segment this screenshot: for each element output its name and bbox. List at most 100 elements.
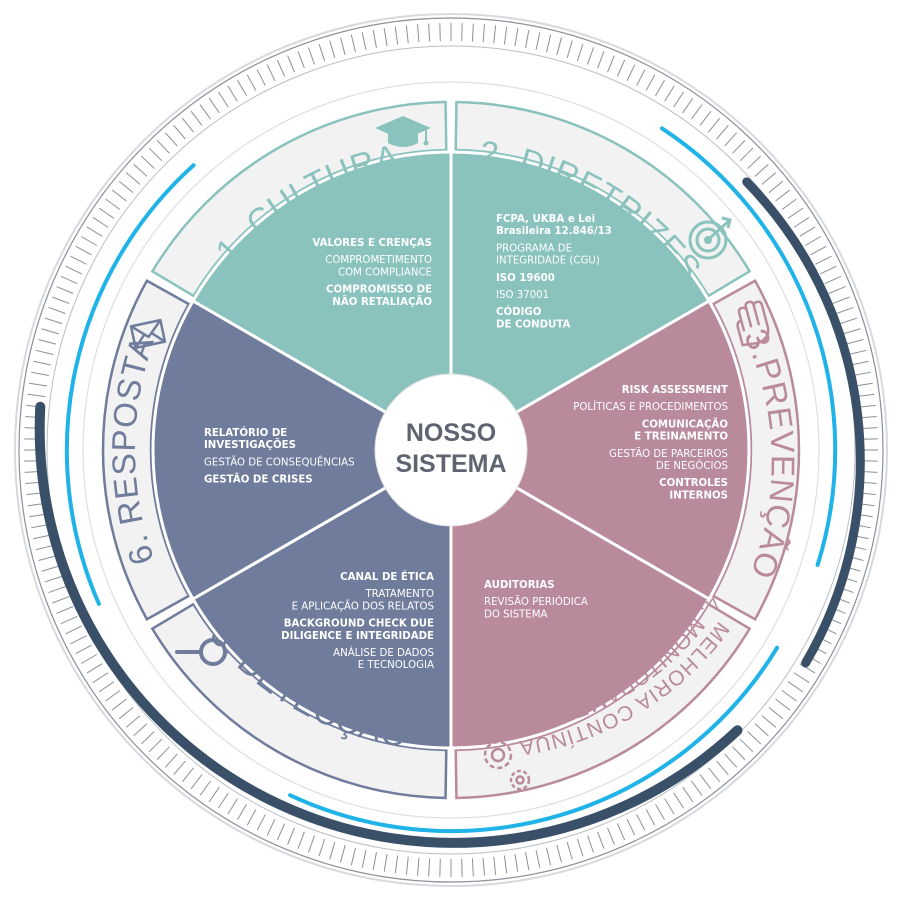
tick-mark <box>340 37 346 56</box>
tick-mark <box>787 207 804 219</box>
tick-mark <box>819 265 837 275</box>
tick-mark <box>824 275 842 285</box>
band-segment-resposta <box>101 279 191 621</box>
tick-mark <box>52 296 70 304</box>
graduation-cap-icon <box>375 116 431 147</box>
deteccao-item-1-line-0: TRATAMENTO <box>364 589 434 600</box>
tick-mark <box>514 853 519 872</box>
tick-mark <box>38 555 57 561</box>
tick-mark <box>173 124 186 140</box>
tick-mark <box>556 37 562 56</box>
monitoramento-item-0-line-0: AUDITORIAS <box>484 580 555 591</box>
tick-mark <box>52 596 70 604</box>
tick-mark <box>35 349 54 356</box>
prevencao-item-4-line-1: INTERNOS <box>669 490 728 501</box>
tick-mark <box>307 47 315 65</box>
tick-mark <box>535 849 541 868</box>
tick-mark <box>781 689 797 702</box>
tick-mark <box>503 855 508 874</box>
tick-mark <box>297 831 305 849</box>
tick-mark <box>636 69 646 86</box>
tick-mark <box>724 132 738 147</box>
prevencao-item-3-line-0: GESTÃO DE PARCEIROS <box>609 447 728 460</box>
tick-mark <box>690 104 703 120</box>
band-segment-diretrizes <box>454 100 752 298</box>
tick-mark <box>65 625 83 635</box>
tick-mark <box>44 575 63 583</box>
monitoramento-item-1-line-1: DO SISTEMA <box>484 609 547 620</box>
cultura-item-0-line-0: VALORES E CRENÇAS <box>312 238 432 249</box>
cultura-item-2-line-0: COMPROMISSO DE <box>326 285 432 296</box>
tick-mark <box>181 767 194 783</box>
tick-mark <box>33 534 52 540</box>
tick-mark <box>29 382 48 387</box>
gears-icon <box>483 740 531 791</box>
tick-mark <box>587 47 595 65</box>
tick-mark <box>587 835 595 853</box>
tick-mark <box>190 774 203 790</box>
deteccao-item-3-line-0: ANÁLISE DE DADOS <box>333 646 434 659</box>
deteccao-item-1-line-1: E APLICAÇÃO DOS RELATOS <box>292 599 434 612</box>
tick-mark <box>70 635 87 645</box>
diretrizes-item-1-line-0: PROGRAMA DE <box>496 243 572 254</box>
tick-mark <box>329 842 336 860</box>
tick-mark <box>199 104 212 120</box>
tick-mark <box>607 55 615 73</box>
tick-mark <box>48 586 66 594</box>
diretrizes-item-4-line-1: DE CONDUTA <box>496 319 571 330</box>
tick-mark <box>673 792 684 809</box>
tick-mark <box>626 64 636 82</box>
envelope-icon <box>129 318 167 350</box>
tick-mark <box>732 746 746 761</box>
diretrizes-item-3-line-0: ISO 37001 <box>496 290 549 301</box>
tick-mark <box>208 97 220 114</box>
tick-mark <box>227 85 238 102</box>
tick-mark <box>428 23 431 42</box>
tick-mark <box>164 753 178 768</box>
tick-mark <box>775 189 791 202</box>
prevencao-item-0-line-0: RISK ASSESSMENT <box>622 385 728 396</box>
tick-mark <box>482 24 486 43</box>
target-icon <box>688 216 732 260</box>
tick-mark <box>246 74 257 91</box>
tick-mark <box>799 226 816 237</box>
tick-mark <box>208 786 220 803</box>
tick-mark <box>181 117 194 133</box>
hand-icon <box>736 300 770 347</box>
tick-mark <box>482 857 486 876</box>
tick-mark <box>525 30 530 48</box>
tick-mark <box>148 147 163 162</box>
tick-mark <box>287 55 295 73</box>
tick-mark <box>266 818 276 836</box>
tick-mark <box>535 32 541 51</box>
tick-mark <box>645 809 656 826</box>
tick-mark <box>405 25 409 44</box>
tick-mark <box>276 823 286 841</box>
tick-mark <box>35 544 54 551</box>
tick-mark <box>86 663 103 674</box>
tick-mark <box>65 265 83 275</box>
tick-mark <box>636 814 646 831</box>
tick-mark <box>664 85 675 102</box>
tick-mark <box>156 139 170 154</box>
tick-mark <box>793 672 810 683</box>
tick-mark <box>140 155 155 169</box>
cultura-item-1-line-0: COMPROMETIMENTO <box>325 255 432 266</box>
tick-mark <box>597 831 605 849</box>
tick-mark <box>394 26 399 45</box>
tick-mark <box>416 24 420 43</box>
navy-accent-arc-bottom <box>34 401 743 848</box>
tick-mark <box>105 198 121 211</box>
tick-mark <box>848 349 867 356</box>
tick-mark <box>673 91 684 108</box>
cyan-accent-arc-bottom <box>288 645 780 833</box>
tick-mark <box>836 306 854 314</box>
tick-mark <box>850 360 869 366</box>
tick-mark <box>56 606 74 614</box>
band-segment-prevencao <box>711 279 801 621</box>
tick-mark <box>597 51 605 69</box>
center-title-line2: SISTEMA <box>395 450 506 478</box>
tick-mark <box>664 798 675 815</box>
tick-mark <box>287 827 295 845</box>
